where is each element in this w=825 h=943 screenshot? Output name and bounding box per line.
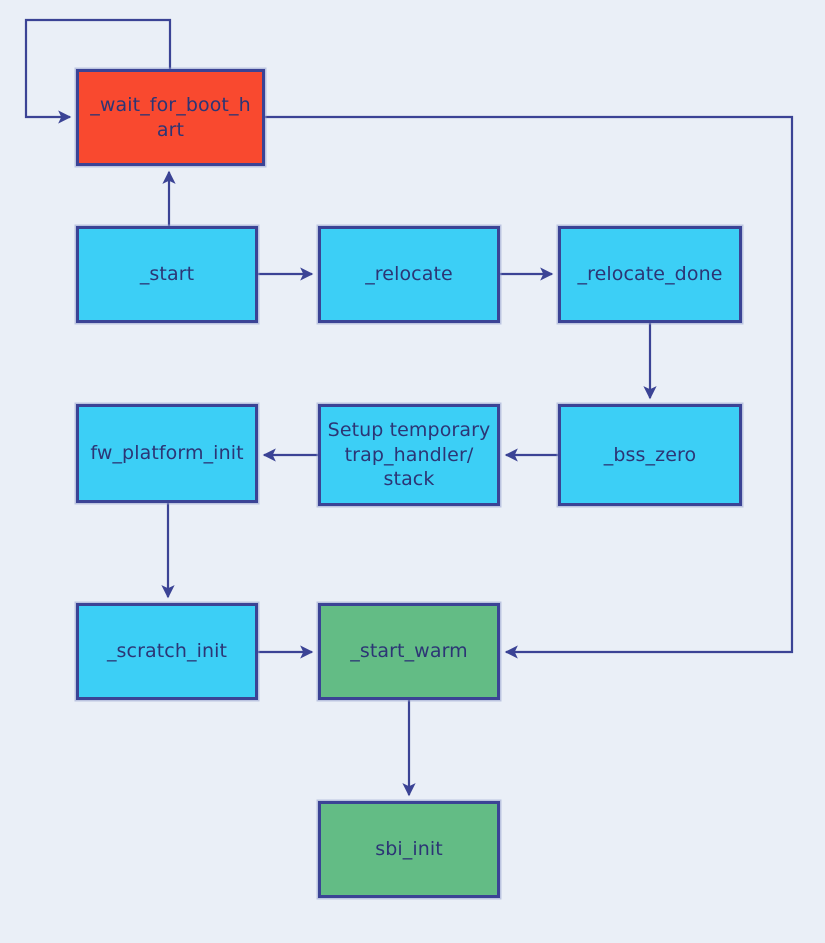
- node-bss-zero[interactable]: _bss_zero: [558, 404, 742, 506]
- node-sbi-init[interactable]: sbi_init: [318, 801, 500, 898]
- node-label: _bss_zero: [603, 443, 697, 466]
- node-label: _start_warm: [350, 640, 468, 663]
- node-scratch-init[interactable]: _scratch_init: [76, 603, 258, 700]
- node-label: _relocate: [365, 263, 453, 286]
- node-label: _scratch_init: [106, 640, 228, 663]
- node-relocate-done[interactable]: _relocate_done: [558, 226, 742, 323]
- node-label: Setup temporary trap_handler/ stack: [327, 418, 491, 491]
- node-start[interactable]: _start: [76, 226, 258, 323]
- node-label: _start: [139, 263, 195, 286]
- node-setup-temporary-trap-handler-stack[interactable]: Setup temporary trap_handler/ stack: [318, 404, 500, 506]
- node-label: _wait_for_boot_h art: [90, 93, 251, 141]
- node-wait-for-boot-hart[interactable]: _wait_for_boot_h art: [76, 69, 265, 166]
- node-relocate[interactable]: _relocate: [318, 226, 500, 323]
- node-label: sbi_init: [375, 838, 443, 861]
- node-label: fw_platform_init: [90, 442, 244, 465]
- node-fw-platform-init[interactable]: fw_platform_init: [76, 404, 258, 503]
- edge-wait-to-start-warm: [265, 115, 794, 659]
- node-label: _relocate_done: [577, 263, 723, 286]
- node-start-warm[interactable]: _start_warm: [318, 603, 500, 700]
